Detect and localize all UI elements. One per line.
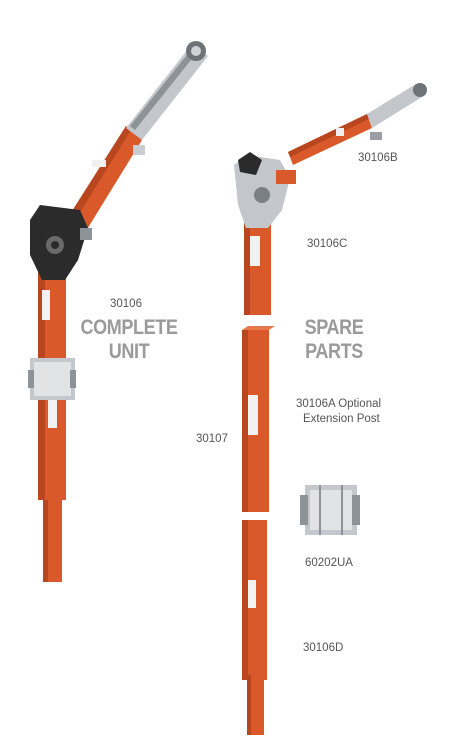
complete-title-line2: UNIT xyxy=(108,340,150,363)
label-60202ua: 60202UA xyxy=(305,557,353,569)
part-boom-30106b xyxy=(288,83,427,165)
complete-title-line1: COMPLETE xyxy=(80,316,178,339)
label-30106a-line2: Extension Post xyxy=(303,413,380,425)
part-bracket-60202ua xyxy=(300,485,360,535)
complete-unit-davit xyxy=(28,41,208,582)
complete-part-number: 30106 xyxy=(110,298,142,310)
spare-title-line1: SPARE xyxy=(304,316,364,339)
spare-parts-title: SPARE PARTS xyxy=(291,316,377,364)
label-30106a-line1: 30106A Optional xyxy=(296,398,382,410)
label-30107: 30107 xyxy=(196,433,228,445)
label-30106b: 30106B xyxy=(358,152,398,164)
label-30106c: 30106C xyxy=(307,238,348,250)
part-base-post-30106d xyxy=(242,520,267,735)
complete-unit-title: COMPLETE UNIT xyxy=(78,316,179,364)
part-extension-post-30106a xyxy=(242,326,275,512)
spare-title-line2: PARTS xyxy=(305,340,363,363)
part-mast-30106c xyxy=(234,152,296,315)
label-30106d: 30106D xyxy=(303,642,344,654)
